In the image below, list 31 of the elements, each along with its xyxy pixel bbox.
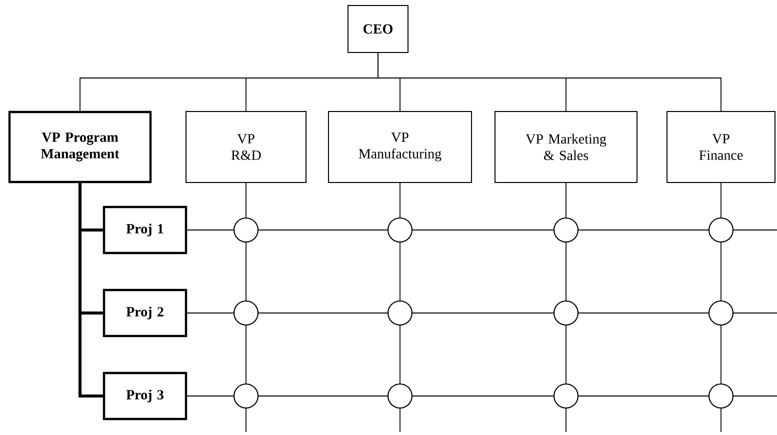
connector-line <box>720 408 722 432</box>
manager-box: VP Program Management <box>8 110 152 184</box>
junction-circle <box>553 300 579 326</box>
junction-circle <box>708 300 734 326</box>
department-box: VP Manufacturing <box>328 111 472 183</box>
connector-line <box>733 312 777 314</box>
junction-circle <box>387 217 413 243</box>
connector-line <box>578 312 709 314</box>
connector-line <box>720 325 722 384</box>
junction-circle <box>553 383 579 409</box>
connector-line <box>78 183 103 398</box>
junction-circle <box>233 300 259 326</box>
junction-circle <box>708 217 734 243</box>
junction-circle <box>387 383 413 409</box>
department-box: VP Marketing & Sales <box>494 111 638 183</box>
connector-line <box>412 312 554 314</box>
department-box: VP R&D <box>186 111 306 183</box>
junction-circle <box>387 300 413 326</box>
connector-line <box>720 242 722 301</box>
junction-circle <box>708 383 734 409</box>
connector-line <box>186 312 234 314</box>
project-box: Proj 2 <box>102 288 188 338</box>
department-box: VP Finance <box>666 111 776 183</box>
connector-line <box>258 312 388 314</box>
junction-circle <box>233 383 259 409</box>
project-box: Proj 3 <box>102 372 188 420</box>
junction-circle <box>233 217 259 243</box>
ceo-box: CEO <box>348 5 408 53</box>
project-box: Proj 1 <box>102 206 188 254</box>
connector-line <box>720 182 722 218</box>
junction-circle <box>553 217 579 243</box>
